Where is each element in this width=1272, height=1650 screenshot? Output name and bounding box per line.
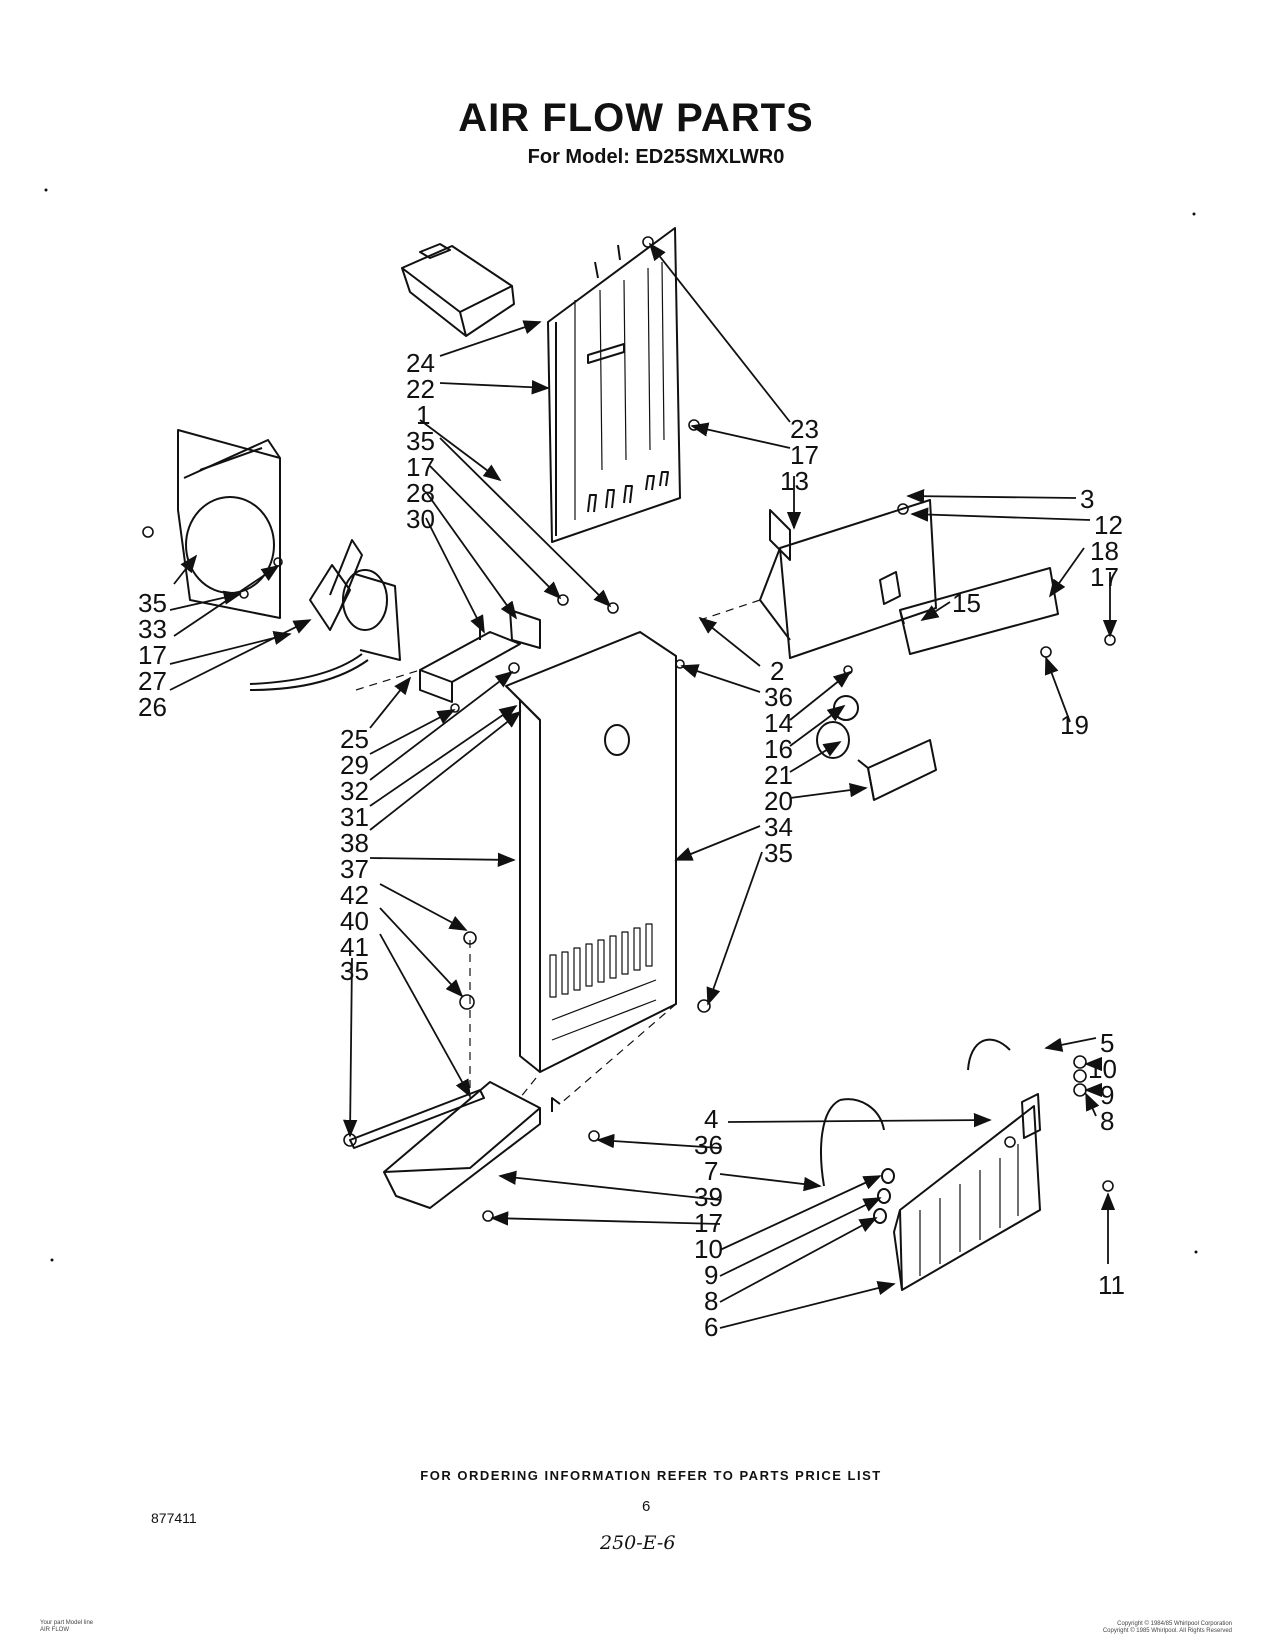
callout-3: 3	[1080, 484, 1094, 514]
callout-8-lower: 8	[704, 1286, 718, 1316]
evaporator-cover-drawing	[505, 631, 677, 1073]
callout-labels: 24 22 1 35 17 28 30 35 33 17 27 26 25 29…	[138, 348, 1125, 1342]
assembly-dash-lines	[355, 599, 761, 1105]
air-duct-panel-drawing	[547, 227, 681, 543]
callout-10-right: 10	[1088, 1054, 1117, 1084]
callout-21: 21	[764, 760, 793, 790]
callout-6: 6	[704, 1312, 718, 1342]
callout-15: 15	[952, 588, 981, 618]
damper-baffle-drawing	[820, 1038, 1041, 1291]
footer-small-left: Your part Model line AIR FLOW	[40, 1620, 93, 1634]
drain-trough-drawing	[349, 1081, 561, 1209]
callout-33: 33	[138, 614, 167, 644]
callout-2: 2	[770, 656, 784, 686]
callout-40: 40	[340, 906, 369, 936]
callout-9-lower: 9	[704, 1260, 718, 1290]
callout-30: 30	[406, 504, 435, 534]
callout-34: 34	[764, 812, 793, 842]
callout-26: 26	[138, 692, 167, 722]
callout-1: 1	[416, 400, 430, 430]
callout-13: 13	[780, 466, 809, 496]
callout-39: 39	[694, 1182, 723, 1212]
callout-36-upper: 36	[764, 682, 793, 712]
callout-35-lower-right: 35	[764, 838, 793, 868]
callout-16: 16	[764, 734, 793, 764]
ordering-note: FOR ORDERING INFORMATION REFER TO PARTS …	[420, 1468, 882, 1483]
page-title: AIR FLOW PARTS	[458, 96, 814, 140]
callout-14: 14	[764, 708, 793, 738]
footer-copyright: Copyright © 1984/85 Whirlpool Corporatio…	[1103, 1621, 1232, 1635]
footer-right-line-2: Copyright © 1985 Whirlpool. All Rights R…	[1102, 1628, 1232, 1634]
callout-37: 37	[340, 854, 369, 884]
callout-23: 23	[790, 414, 819, 444]
callout-11: 11	[1098, 1270, 1125, 1300]
callout-10-lower: 10	[694, 1234, 723, 1264]
callout-17-fan: 17	[138, 640, 167, 670]
callout-18: 18	[1090, 536, 1119, 566]
callout-17-lower: 17	[694, 1208, 723, 1238]
callout-42: 42	[340, 880, 369, 910]
callout-35-upper: 35	[406, 426, 435, 456]
callout-24: 24	[406, 348, 435, 378]
callout-12: 12	[1094, 510, 1123, 540]
footer-left-line-1: Your part Model line	[40, 1620, 94, 1626]
callout-9-right: 9	[1100, 1080, 1114, 1110]
callout-17-upper: 17	[406, 452, 435, 482]
callout-25: 25	[340, 724, 369, 754]
callout-29: 29	[340, 750, 369, 780]
cover-drawing	[401, 243, 515, 337]
document-number: 877411	[151, 1510, 197, 1526]
fasteners-drawing	[142, 236, 1116, 1222]
callout-19: 19	[1060, 710, 1089, 740]
callout-36-lower: 36	[694, 1130, 723, 1160]
fan-shroud-drawing	[177, 429, 281, 619]
callout-31: 31	[340, 802, 369, 832]
callout-35-fan: 35	[138, 588, 167, 618]
footer-left-line-2: AIR FLOW	[40, 1627, 70, 1633]
callout-4: 4	[704, 1104, 718, 1134]
callout-32: 32	[340, 776, 369, 806]
scan-specks	[44, 188, 1198, 1262]
callout-20: 20	[764, 786, 793, 816]
model-subtitle: For Model: ED25SMXLWR0	[527, 146, 785, 168]
page-number: 6	[642, 1498, 651, 1515]
callout-8-right: 8	[1100, 1106, 1114, 1136]
callout-5: 5	[1100, 1028, 1114, 1058]
callout-41: 41	[340, 932, 369, 962]
light-housing-drawing	[759, 499, 1059, 801]
callout-22: 22	[406, 374, 435, 404]
callout-35-lower-left: 35	[340, 956, 369, 986]
callout-28: 28	[406, 478, 435, 508]
fan-motor-drawing	[249, 539, 401, 691]
callout-7: 7	[704, 1156, 718, 1186]
callout-17-right: 17	[790, 440, 819, 470]
footer-right-line-1: Copyright © 1984/85 Whirlpool Corporatio…	[1117, 1621, 1232, 1627]
callout-17-bracket: 17	[1090, 562, 1119, 592]
handwritten-note: 250-E-6	[600, 1532, 676, 1554]
callout-38: 38	[340, 828, 369, 858]
callout-27: 27	[138, 666, 167, 696]
